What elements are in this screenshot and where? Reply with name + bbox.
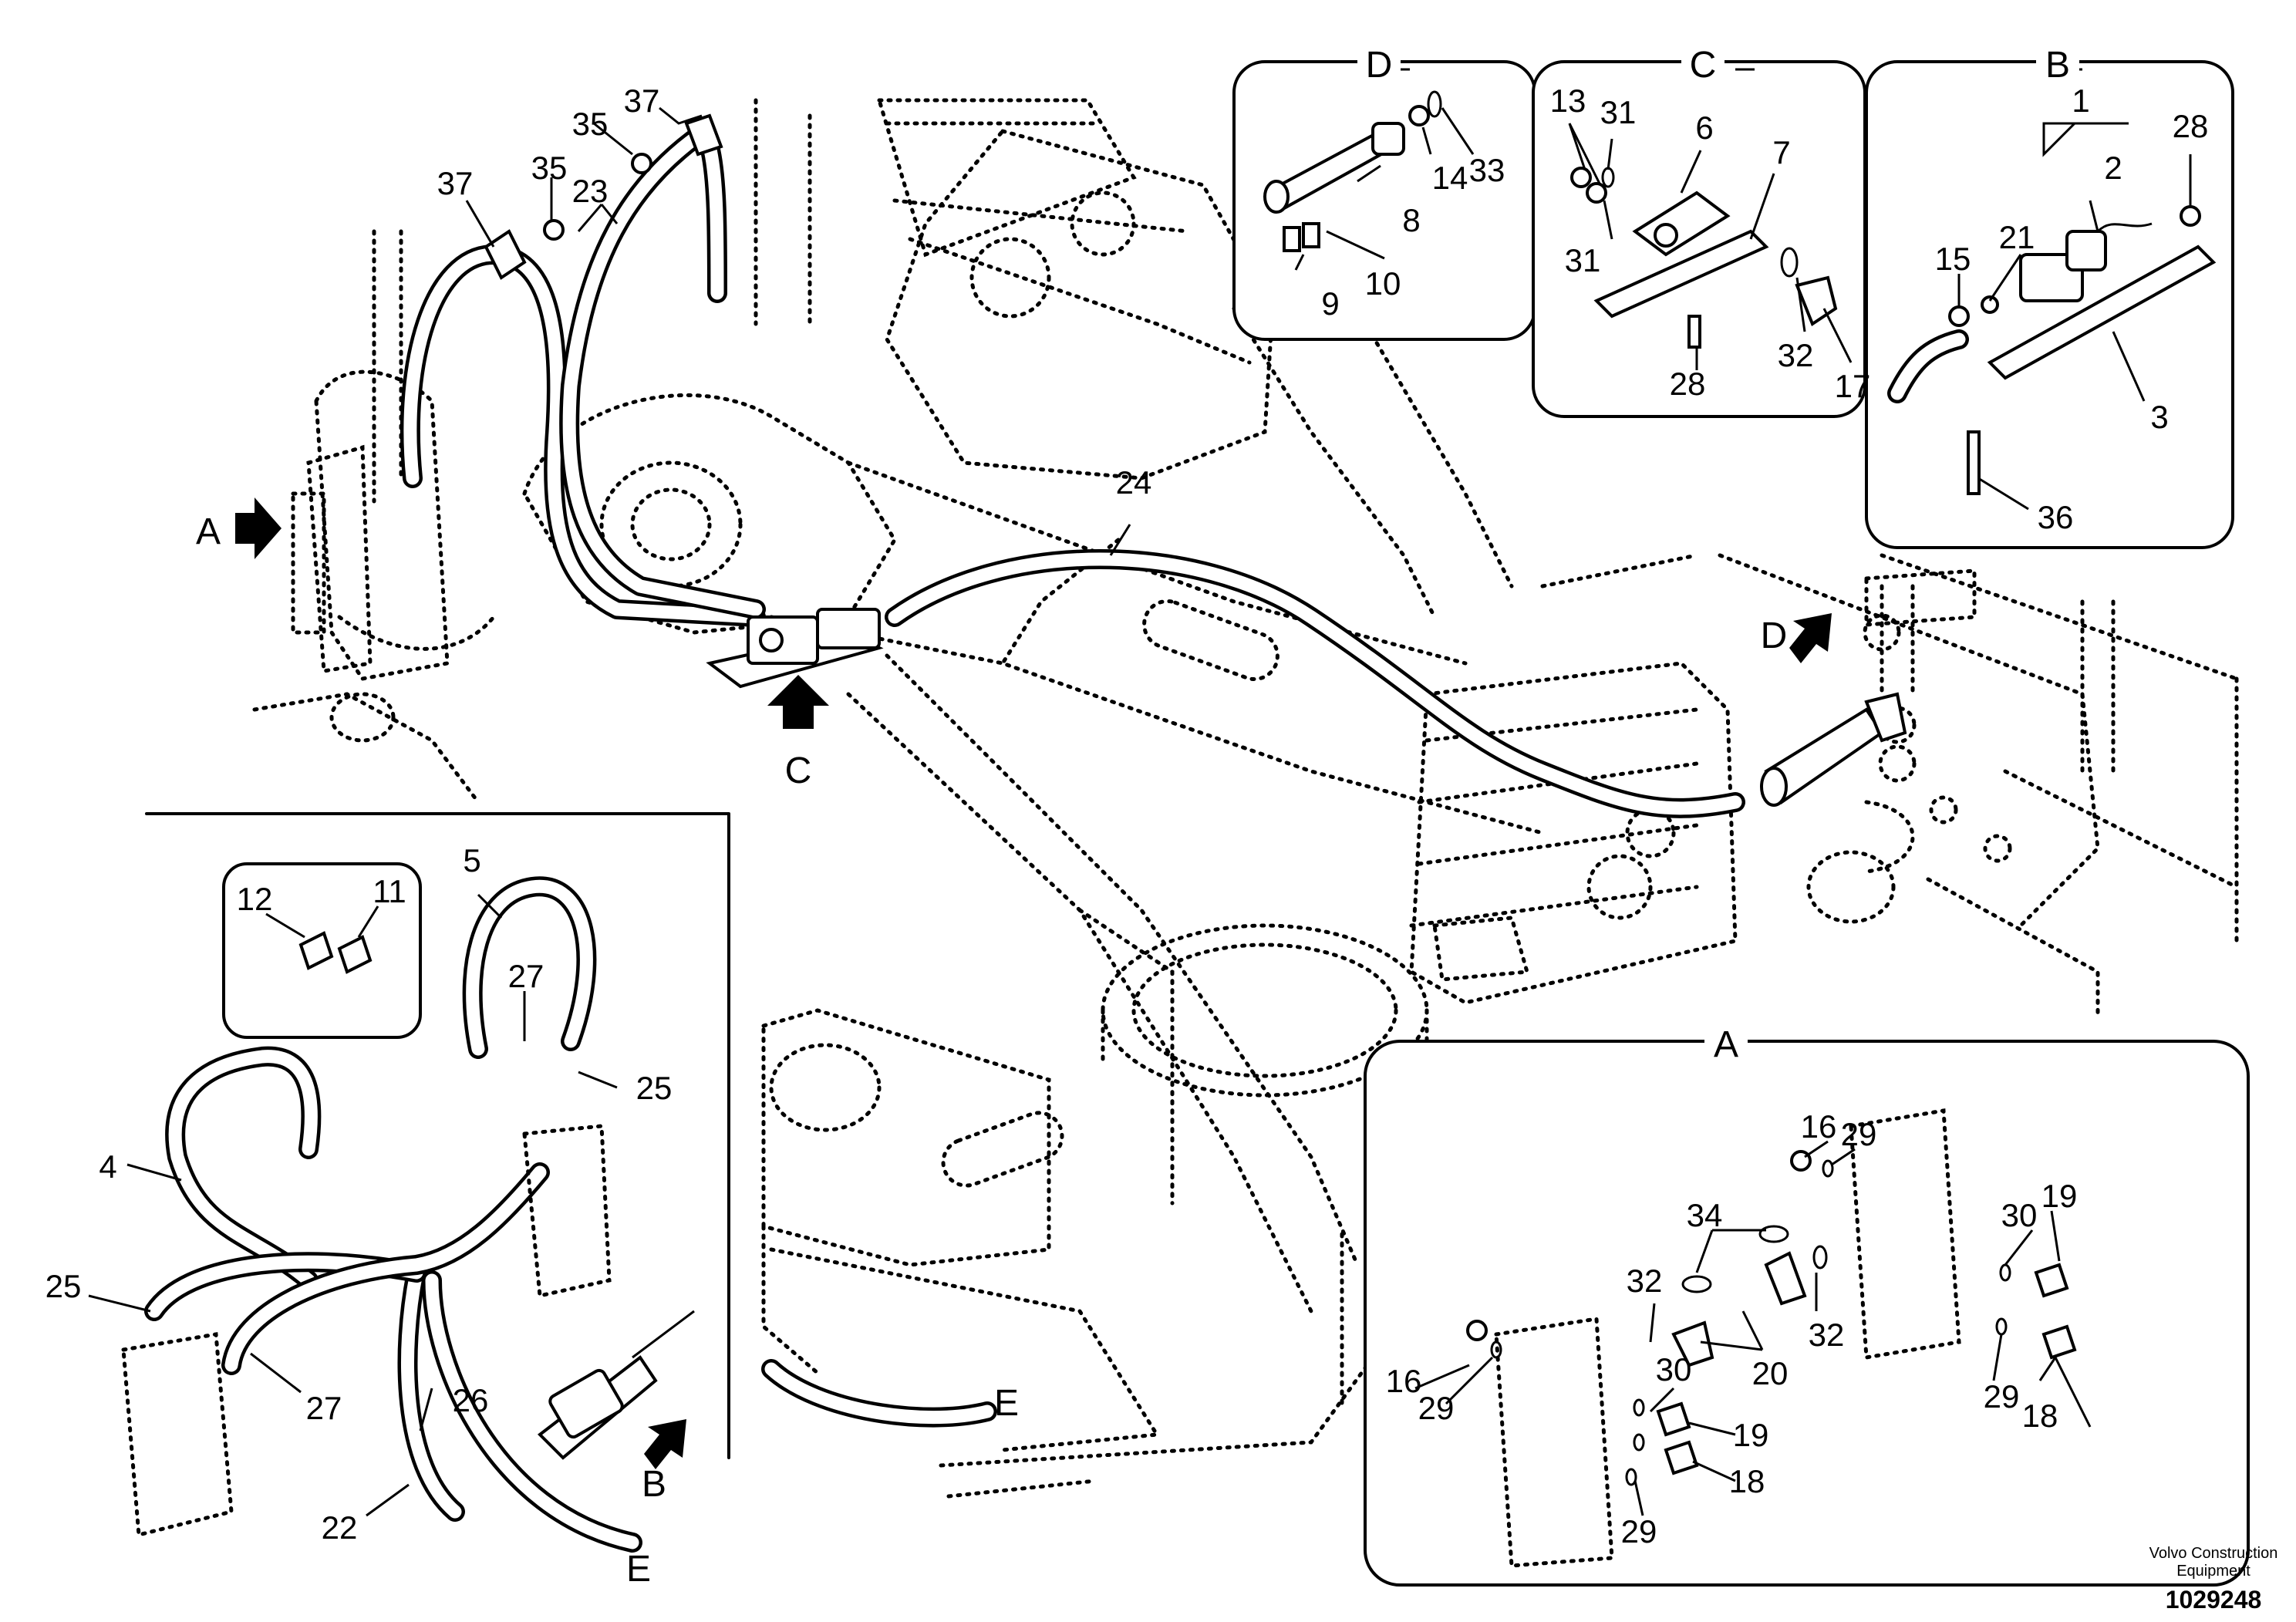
view-labels: D C B A A C D B E E bbox=[196, 45, 2079, 1590]
callout-19-right: 19 bbox=[2041, 1178, 2078, 1214]
connector-block-c bbox=[706, 608, 884, 689]
callout-36: 36 bbox=[2038, 499, 2074, 535]
callout-27: 27 bbox=[306, 1390, 342, 1426]
callout-20: 20 bbox=[1752, 1355, 1789, 1391]
view-arrow-d bbox=[1789, 613, 1832, 663]
bolt-35 bbox=[543, 153, 652, 241]
view-d-title: D bbox=[1366, 45, 1393, 86]
cylinder-d bbox=[1760, 692, 1907, 807]
callout-8: 8 bbox=[1402, 202, 1420, 238]
callout-5: 5 bbox=[463, 842, 480, 878]
callout-3: 3 bbox=[2150, 399, 2168, 435]
callout-18-right: 18 bbox=[2022, 1398, 2058, 1434]
callout-4: 4 bbox=[99, 1148, 116, 1185]
callout-2: 2 bbox=[2104, 150, 2122, 186]
view-c-arrow-label: C bbox=[785, 750, 812, 791]
callout-25-left: 25 bbox=[46, 1268, 82, 1304]
callout-23: 23 bbox=[572, 173, 609, 209]
view-d-arrow-label: D bbox=[1761, 615, 1788, 656]
view-c-box bbox=[1532, 60, 1866, 418]
callout-11: 11 bbox=[373, 873, 406, 909]
callout-10: 10 bbox=[1365, 265, 1401, 302]
view-arrow-a bbox=[235, 497, 282, 559]
callout-30: 30 bbox=[1656, 1351, 1692, 1388]
callout-35: 35 bbox=[531, 150, 568, 186]
callout-17: 17 bbox=[1835, 368, 1871, 404]
callout-29-left: 29 bbox=[1418, 1390, 1455, 1426]
view-a-arrow-label: A bbox=[196, 511, 221, 552]
callout-30-right: 30 bbox=[2001, 1197, 2038, 1233]
callout-6: 6 bbox=[1695, 110, 1713, 146]
callout-37: 37 bbox=[437, 165, 474, 201]
view-b-title: B bbox=[2045, 45, 2070, 86]
callout-25-right: 25 bbox=[636, 1070, 673, 1106]
machine-frame bbox=[252, 98, 2239, 1499]
callout-13: 13 bbox=[1550, 83, 1586, 119]
callout-14: 14 bbox=[1432, 160, 1468, 196]
manufacturer-line-1: Volvo Construction bbox=[2149, 1545, 2278, 1562]
callout-28: 28 bbox=[1670, 366, 1706, 402]
callout-1: 1 bbox=[2072, 83, 2089, 119]
callout-35-top: 35 bbox=[572, 106, 609, 142]
callout-27-top: 27 bbox=[508, 958, 544, 994]
pilot-valve-block-left bbox=[291, 444, 373, 673]
view-a-box bbox=[1364, 1040, 2250, 1587]
switch-b bbox=[537, 1310, 695, 1460]
callout-19: 19 bbox=[1733, 1417, 1769, 1453]
callout-29-right: 29 bbox=[1984, 1378, 2020, 1415]
callout-31: 31 bbox=[1565, 242, 1601, 278]
callout-22: 22 bbox=[322, 1509, 358, 1546]
callout-32-a: 32 bbox=[1627, 1263, 1663, 1299]
view-a-title: A bbox=[1714, 1024, 1738, 1065]
callout-9: 9 bbox=[1321, 285, 1339, 322]
detail-frame-left bbox=[145, 812, 730, 1459]
callout-16: 16 bbox=[1386, 1363, 1422, 1399]
callout-32-a2: 32 bbox=[1809, 1317, 1845, 1353]
hose-end-e-left: E bbox=[626, 1549, 651, 1590]
callout-15: 15 bbox=[1935, 241, 1971, 277]
callout-33: 33 bbox=[1469, 152, 1505, 188]
drawing-number: 1029248 bbox=[2166, 1586, 2262, 1614]
callout-12: 12 bbox=[237, 881, 273, 917]
title-block: Volvo Construction Equipment 1029248 bbox=[2149, 1545, 2278, 1614]
hose-end-e-center: E bbox=[994, 1383, 1019, 1424]
hose-e-center bbox=[761, 1359, 997, 1428]
view-b-arrow-label: B bbox=[642, 1464, 666, 1505]
callout-26: 26 bbox=[453, 1382, 489, 1418]
leader-lines bbox=[88, 68, 2192, 1517]
detail-inset-11-12 bbox=[222, 862, 422, 1039]
callout-32: 32 bbox=[1778, 337, 1814, 373]
hose-23 bbox=[400, 129, 766, 627]
hoses-lower-left bbox=[144, 876, 642, 1553]
main-control-valve bbox=[1409, 661, 1915, 1005]
callout-29-top: 29 bbox=[1841, 1116, 1877, 1152]
view-arrow-c bbox=[767, 675, 829, 729]
callout-24: 24 bbox=[1116, 464, 1152, 501]
view-b-box bbox=[1865, 60, 2234, 549]
valve-block-lower-left bbox=[121, 1124, 612, 1538]
callout-28-b: 28 bbox=[2173, 108, 2209, 144]
callout-31-top: 31 bbox=[1600, 94, 1637, 130]
callout-34: 34 bbox=[1687, 1197, 1723, 1233]
callout-18: 18 bbox=[1729, 1463, 1765, 1499]
callout-21: 21 bbox=[1999, 219, 2035, 255]
manufacturer-line-2: Equipment bbox=[2176, 1563, 2250, 1580]
callout-labels: 37 35 35 37 23 24 8 9 10 14 33 13 31 31 … bbox=[46, 83, 2209, 1549]
hydraulic-fittings-right bbox=[1863, 568, 1977, 783]
hose-24 bbox=[885, 549, 1745, 818]
view-c-title: C bbox=[1690, 45, 1717, 86]
view-arrow-b bbox=[644, 1419, 686, 1469]
callout-29-bottom: 29 bbox=[1621, 1513, 1657, 1549]
callout-37-top: 37 bbox=[624, 83, 660, 119]
clamp-37 bbox=[484, 113, 723, 280]
callout-7: 7 bbox=[1772, 134, 1790, 170]
callout-16-top: 16 bbox=[1801, 1108, 1837, 1145]
